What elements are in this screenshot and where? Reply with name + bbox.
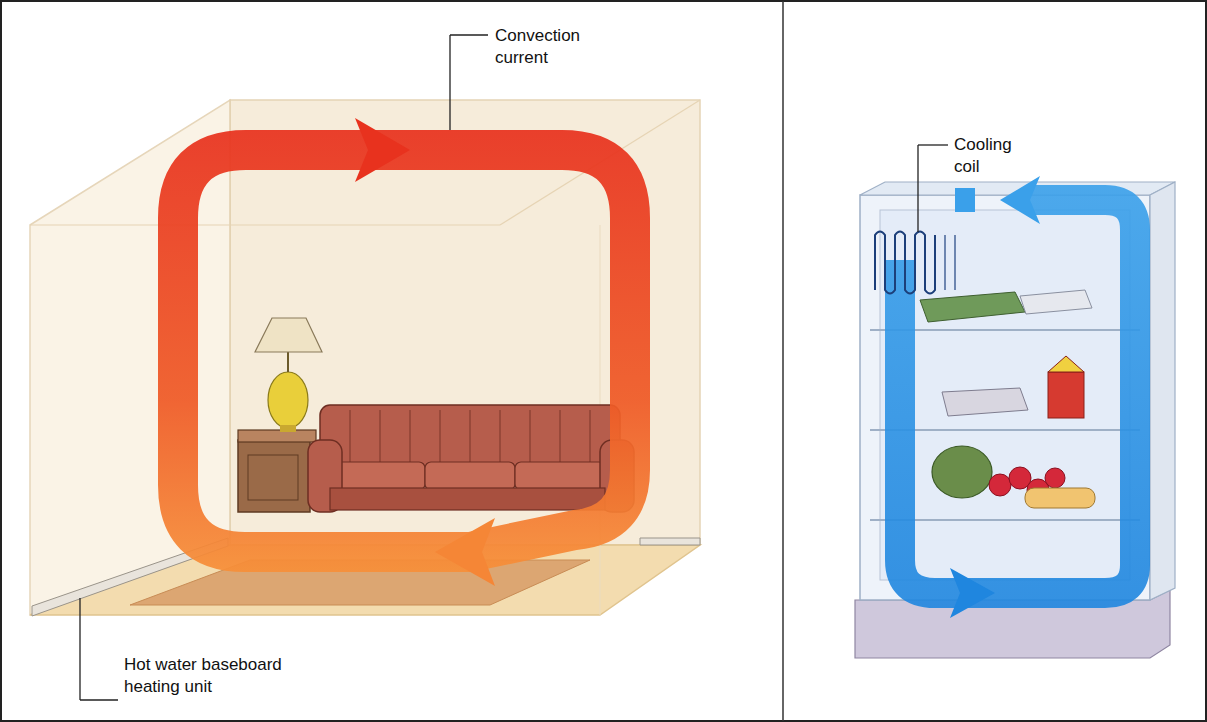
tuft: [560, 410, 561, 470]
tuft: [440, 410, 441, 470]
arrow-head: [355, 118, 410, 182]
callout-label: Hot water baseboard heating unit: [124, 654, 299, 698]
fridge-interior: [860, 195, 1150, 600]
sofa-base: [330, 488, 605, 510]
milk-carton: [1048, 372, 1084, 418]
fridge-back-wall: [880, 210, 1130, 580]
seat-cushion: [515, 462, 605, 490]
baseboard-heater: [640, 538, 700, 545]
lamp-stem: [287, 350, 289, 372]
leader-line: [918, 144, 948, 145]
convection-arrow: [955, 188, 975, 212]
bread: [1025, 488, 1095, 508]
milk-carton-top: [1048, 356, 1084, 372]
food-package: [1020, 290, 1092, 314]
food-tray: [942, 388, 1028, 416]
callout-label: Cooling coil: [954, 134, 1032, 178]
leader-line: [450, 34, 488, 35]
tuft: [350, 410, 351, 470]
food-package: [920, 292, 1025, 322]
tuft: [380, 410, 381, 470]
end-table-top: [238, 430, 316, 442]
cooling-coil: [945, 235, 955, 290]
tuft: [530, 410, 531, 470]
lamp-base: [268, 372, 308, 428]
tuft: [470, 410, 471, 470]
arrow-head: [950, 568, 995, 618]
panel-divider: [782, 1, 784, 721]
leader-line: [80, 699, 118, 700]
seat-cushion: [425, 462, 515, 490]
lettuce: [932, 446, 992, 498]
front-edge: [30, 224, 500, 225]
leader-line: [917, 145, 918, 232]
apple: [989, 474, 1011, 496]
convection-arrow: [178, 150, 630, 552]
cooling-coil: [875, 232, 935, 294]
tuft: [590, 410, 591, 470]
end-table: [238, 440, 310, 512]
drawer: [248, 455, 298, 500]
seat-cushion: [335, 462, 425, 490]
lamp-foot: [280, 425, 296, 432]
callout-label: Convection current: [495, 25, 605, 69]
sofa-tufts: [350, 410, 590, 470]
tuft: [410, 410, 411, 470]
leader-line: [79, 598, 80, 700]
leader-line: [449, 35, 450, 130]
arrow-head: [1000, 176, 1040, 224]
lamp-shade: [255, 318, 322, 352]
tuft: [500, 410, 501, 470]
arrow-head: [435, 518, 495, 586]
apple: [1045, 468, 1065, 488]
fridge-side: [1150, 182, 1175, 600]
